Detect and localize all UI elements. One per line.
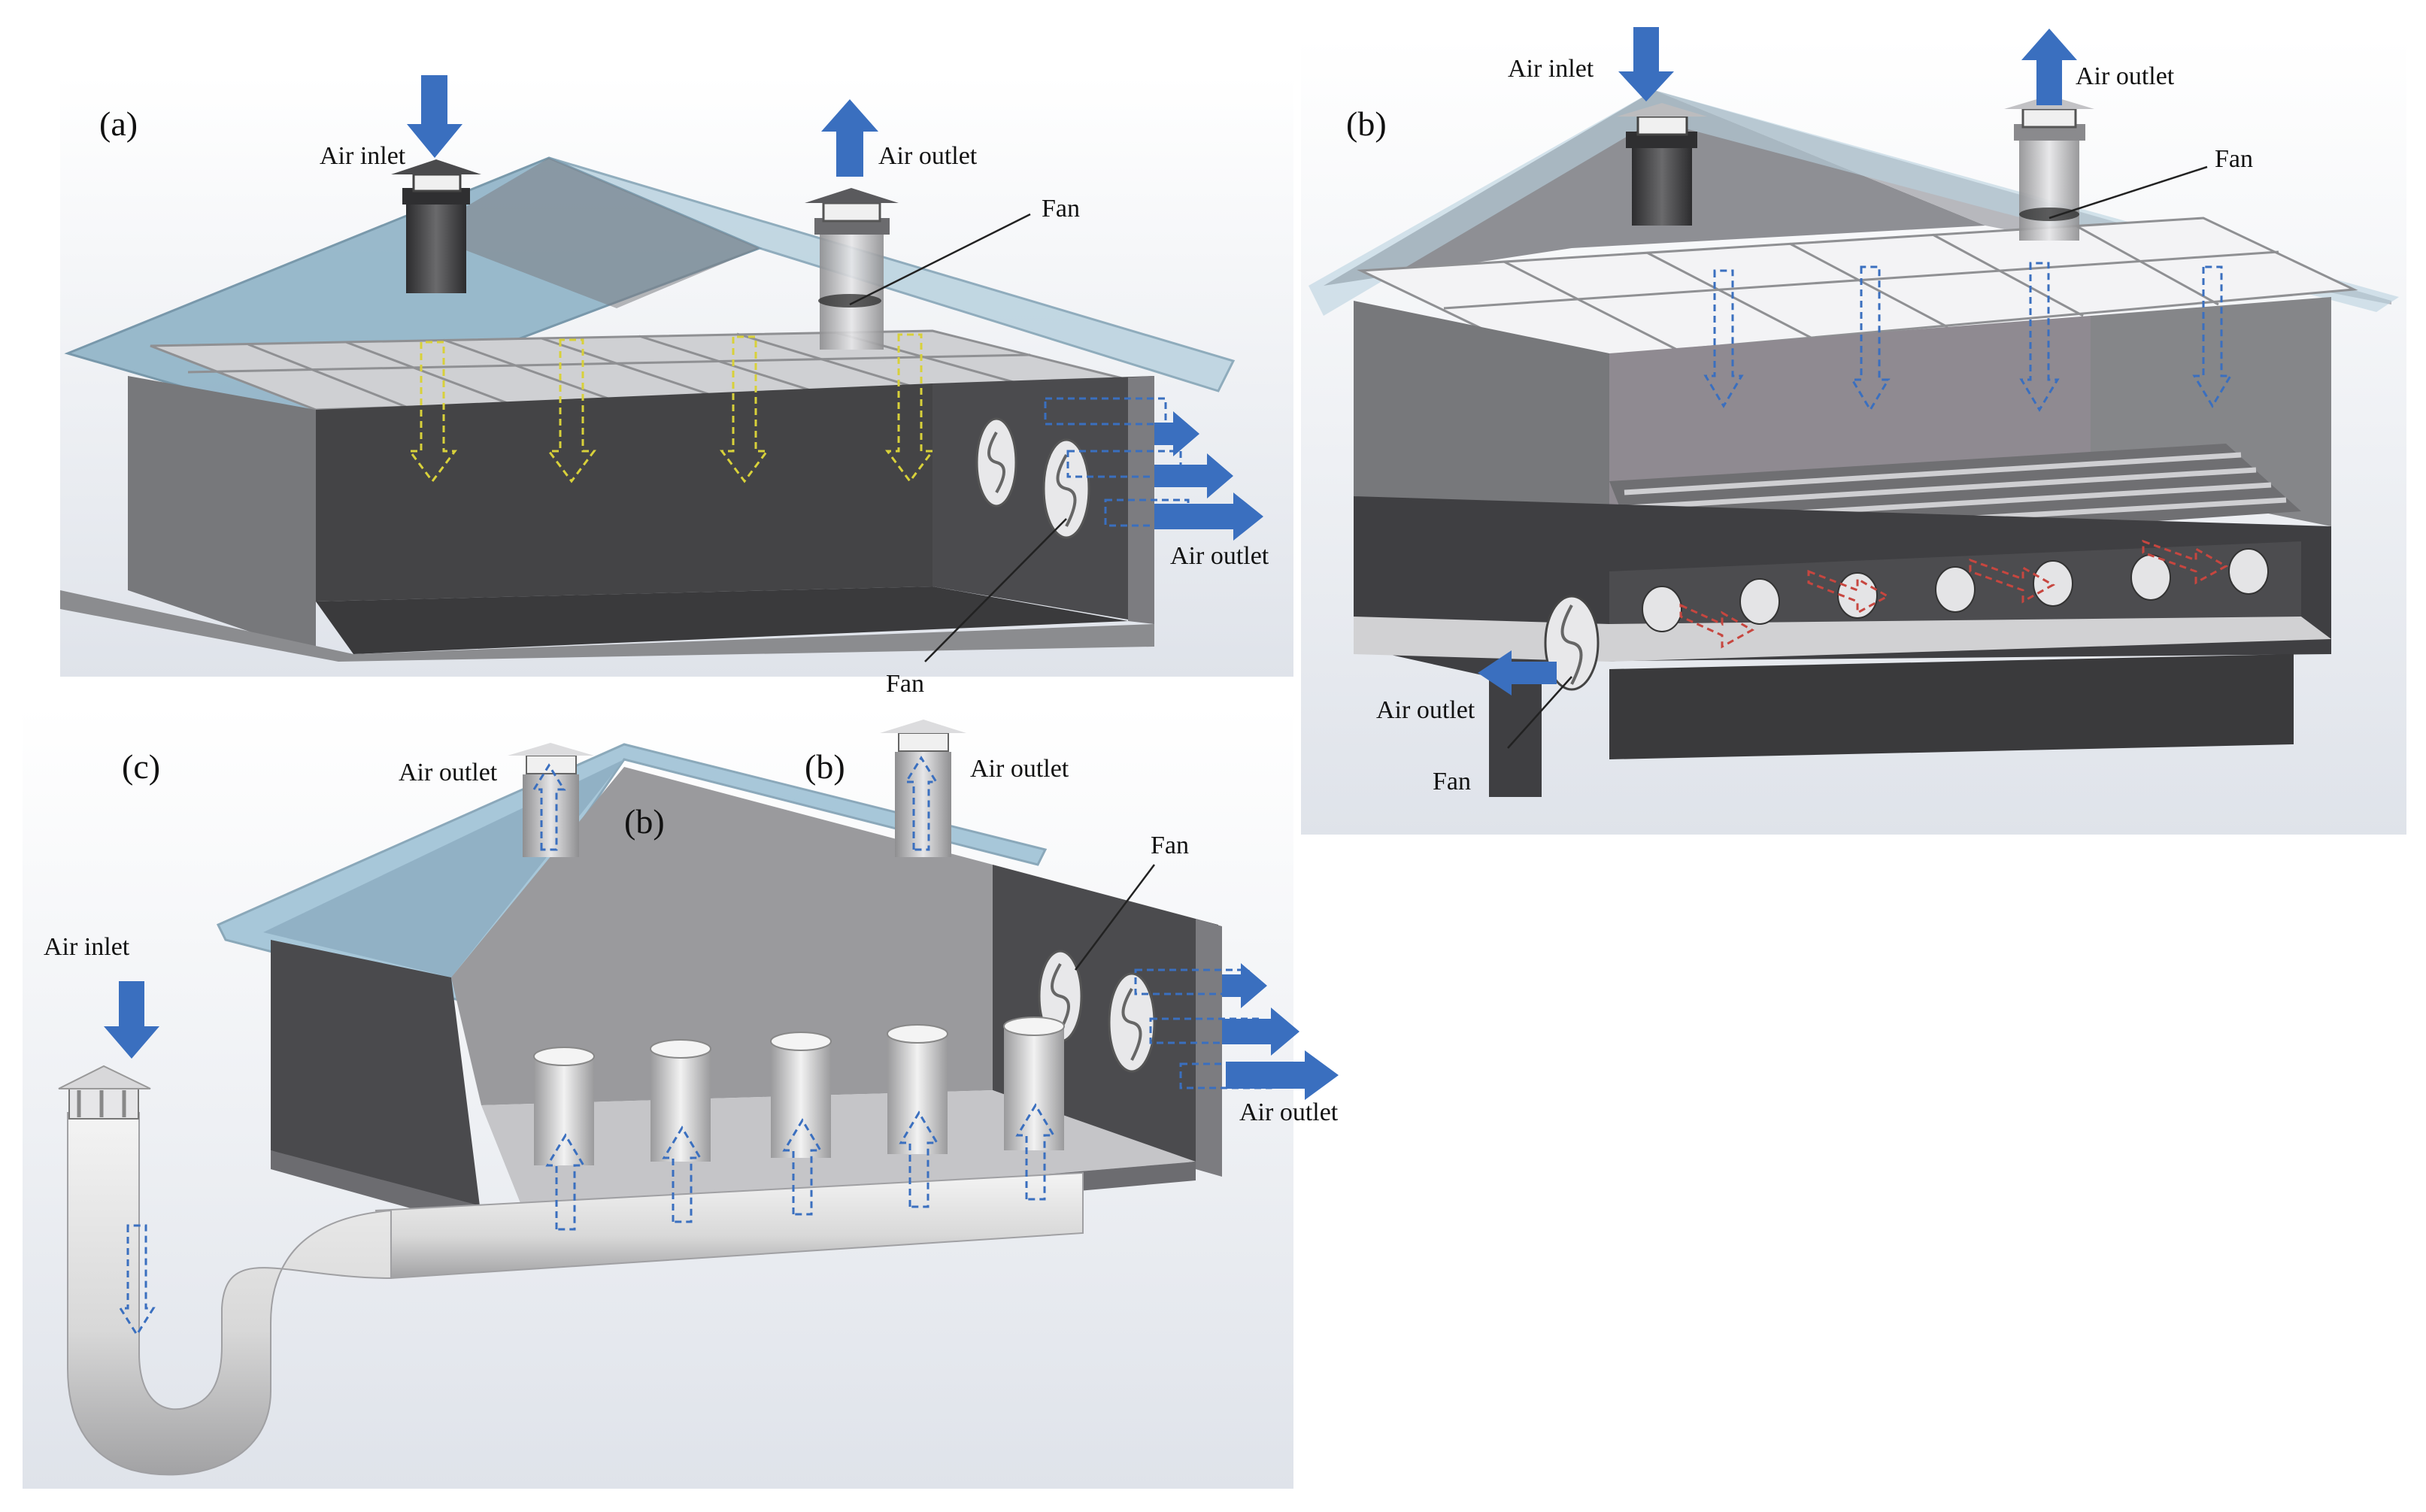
panel-c-inner-tag-2: (b) [805,747,845,786]
panel-a-inlet-chimney [391,159,481,293]
panel-a-roof-gable [421,158,760,308]
panel-c-air-inlet-arrow [104,981,159,1059]
panel-b-air-outlet-arrow [2021,29,2077,105]
panel-b-fan-top-leader [2048,165,2208,220]
panel-a-air-outlet-side-label: Air outlet [1170,542,1269,570]
panel-a: (a) Air inlet Air outlet Fan Air outlet … [60,75,1293,698]
panel-a-air-inlet-label: Air inlet [320,142,406,170]
panel-c-inlet-down-arrow [118,1224,156,1337]
panel-a-floor [316,586,1128,654]
panel-a-fan-top-label: Fan [1042,195,1080,223]
panel-b-pit-airflow-arrows [1679,539,2229,649]
panel-a-air-inlet-arrow [407,75,462,158]
panel-a-fan-1 [975,417,1017,508]
panel-c-left-wall [271,940,481,1218]
panel-c-air-outlet-1-label: Air outlet [399,759,498,786]
panel-c-inlet-cap [58,1065,151,1120]
panel-b-fan-top-label: Fan [2215,145,2253,173]
panel-c-outlet-chimney-2 [880,720,966,857]
panel-c-tag: (c) [122,747,160,786]
panel-c-inner-tag-1: (b) [624,802,665,841]
panel-c-fan-leader [1075,864,1155,971]
panel-c-fan-2 [1108,972,1156,1073]
panel-a-air-outlet-arrow [821,99,878,177]
panel-a-air-outlet-top-label: Air outlet [878,142,978,170]
panel-c-air-inlet-label: Air inlet [44,933,130,961]
panel-a-roof-right [548,156,1236,392]
panel-c-u-bend-duct [67,1112,392,1476]
panel-a-air-outlet-arrows [1154,411,1263,541]
panel-b-left-wall [1354,301,1609,519]
panel-b-inlet-chimney [1617,103,1707,226]
panel-c-right-wall-edge [1196,919,1222,1177]
panel-b-fan-side-label: Fan [1433,768,1471,795]
panel-c-air-outlet-2-label: Air outlet [970,755,1069,783]
panel-a-left-wall [128,376,316,654]
panel-c-air-outlet-arrows [1222,963,1339,1100]
panel-a-fan-side-label: Fan [886,670,924,698]
panel-a-fan-top-leader [849,213,1031,306]
panel-b-pit-base [1609,654,2294,759]
panel-b-pit-holes [1642,548,2269,632]
panel-c-outlet-chimney-1 [508,743,594,857]
panel-b-tag: (b) [1346,105,1387,143]
panel-c-air-outlet-side-label: Air outlet [1239,1098,1339,1126]
panel-b-outlet-chimney [2004,95,2094,241]
panel-a-fan-2 [1042,438,1090,539]
panel-a-floor-front [60,590,1154,662]
panel-c-airflow-up-arrows [532,756,1056,1231]
panel-a-back-wall [316,383,932,601]
panel-a-tag: (a) [99,105,138,143]
panel-a-airflow-down-arrows [408,333,935,483]
panel-b-air-outlet-top-label: Air outlet [2076,62,2175,90]
panel-b-airflow-down-arrows [1703,262,2233,412]
panel-b-air-inlet-label: Air inlet [1508,55,1594,83]
panel-c: (c) (b) (b) Air outlet Air outlet Fan Ai… [23,707,1339,1489]
panel-b-air-outlet-side-label: Air outlet [1376,696,1475,724]
panel-b-side-fan [1544,595,1600,691]
panel-b-air-outlet-side-arrow [1478,650,1557,695]
panel-b-fan-side-leader [1507,676,1572,749]
panel-b: (b) Air inlet Air outlet Fan Air outlet … [1301,27,2406,835]
panel-c-riser-pipes [533,1017,1065,1165]
panel-a-fan-side-leader [924,518,1067,662]
panel-b-roof-glass [1309,90,2399,316]
panel-b-air-inlet-arrow [1618,27,1674,102]
panel-c-back-wall [451,767,993,1105]
panel-c-fan-label: Fan [1151,832,1189,859]
panel-a-tile-gridlines [187,331,1039,408]
